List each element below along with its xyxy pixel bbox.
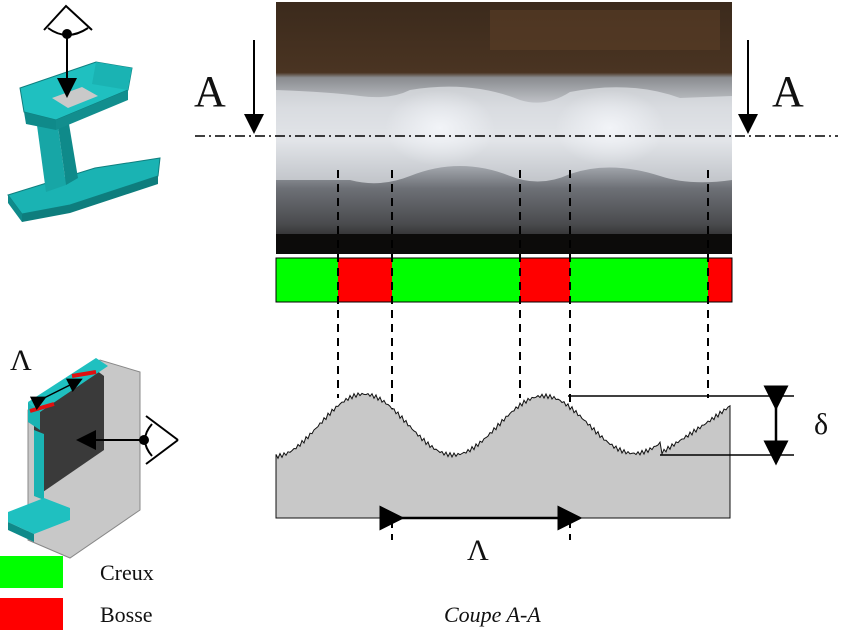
band-segment-creux — [276, 258, 338, 302]
legend-swatch-creux — [0, 556, 63, 588]
rail-icon — [7, 61, 161, 222]
legend-swatch-bosse — [0, 598, 63, 630]
band-segment-bosse — [708, 258, 732, 302]
rail-section-icon — [8, 358, 141, 559]
amplitude-symbol: δ — [814, 408, 829, 441]
legend-label-creux: Creux — [100, 560, 154, 585]
band-segment-bosse — [338, 258, 392, 302]
section-profile — [275, 392, 731, 519]
section-label-right: A — [772, 67, 804, 116]
section-label-left: A — [194, 67, 226, 116]
legend-label-bosse: Bosse — [100, 602, 153, 627]
band-segment-creux — [570, 258, 708, 302]
band-outline — [275, 257, 733, 303]
amplitude-marker — [568, 385, 794, 466]
trough-crest-band — [275, 257, 733, 303]
band-segment-bosse — [520, 258, 570, 302]
wavelength-symbol-bottom: Λ — [467, 534, 489, 567]
eye-icon — [43, 4, 93, 98]
caption: Coupe A-A — [444, 602, 541, 627]
wavelength-symbol-top: Λ — [10, 344, 32, 377]
rail-photo — [276, 2, 732, 254]
eye-side-icon — [76, 415, 179, 465]
band-segment-creux — [392, 258, 520, 302]
